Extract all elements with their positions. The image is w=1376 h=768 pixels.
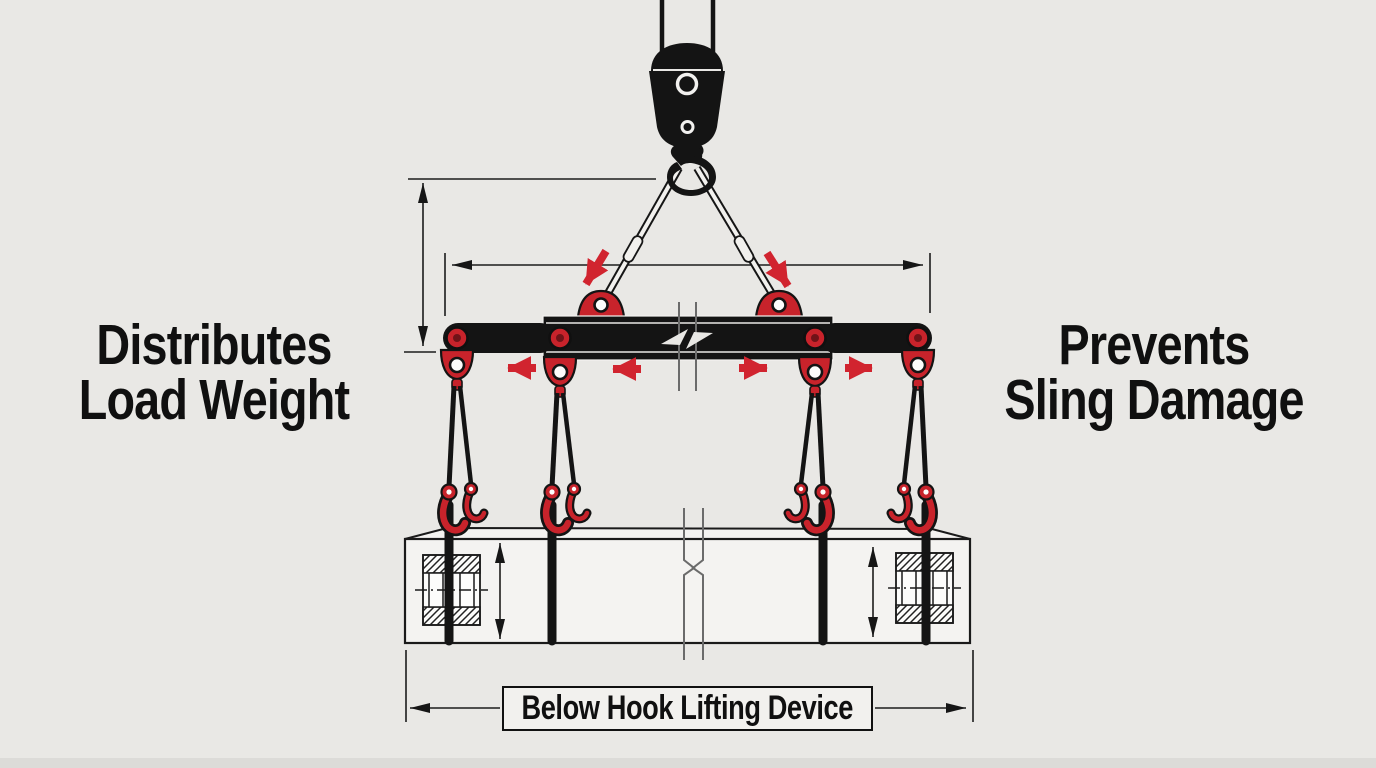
sling-legs [446,385,929,488]
label-line: Distributes [96,313,332,377]
crane-hook-icon [667,145,716,196]
caption-text: Below Hook Lifting Device [521,689,854,727]
label-line: Load Weight [78,368,350,432]
beam-top-lug-right [754,289,804,319]
arrow-down-left [582,248,610,287]
label-distributes-load-weight: Distributes Load Weight [53,313,374,432]
crane-assembly [649,0,725,196]
sling-ferrule-right [733,235,755,263]
label-line: Prevents [1058,313,1251,377]
arrow-down-right [763,250,792,289]
bottom-dimension [405,650,974,722]
beam-pins [445,326,930,350]
sling-hook-icons-small [462,485,913,524]
beam-bottom-lug-holes [448,356,927,381]
caption-box: Below Hook Lifting Device [502,686,873,731]
upper-dimension-lines [404,178,931,353]
load-break-symbol [683,508,704,660]
beam-left-end [443,323,555,353]
pulley-block-icon [649,43,725,148]
beam-break-symbol [661,302,713,391]
sling-hook-icons-large [437,488,938,537]
load-top-face [404,526,971,540]
load-beam [403,508,972,660]
beam-right-end [820,323,932,353]
bottom-strip [0,758,1376,768]
upper-slings [599,165,781,305]
force-arrows [507,248,873,381]
sling-hook-eyes [440,481,935,501]
spreader-beam [439,289,936,398]
load-front-face [403,537,972,645]
label-prevents-sling-damage: Prevents Sling Damage [988,313,1319,432]
sling-hook-eye-holes [446,486,929,495]
sling-drops [437,385,938,646]
beam-top-lug-left [576,289,626,319]
sling-ferrule-left [622,235,644,263]
label-line: Sling Damage [1004,368,1304,432]
